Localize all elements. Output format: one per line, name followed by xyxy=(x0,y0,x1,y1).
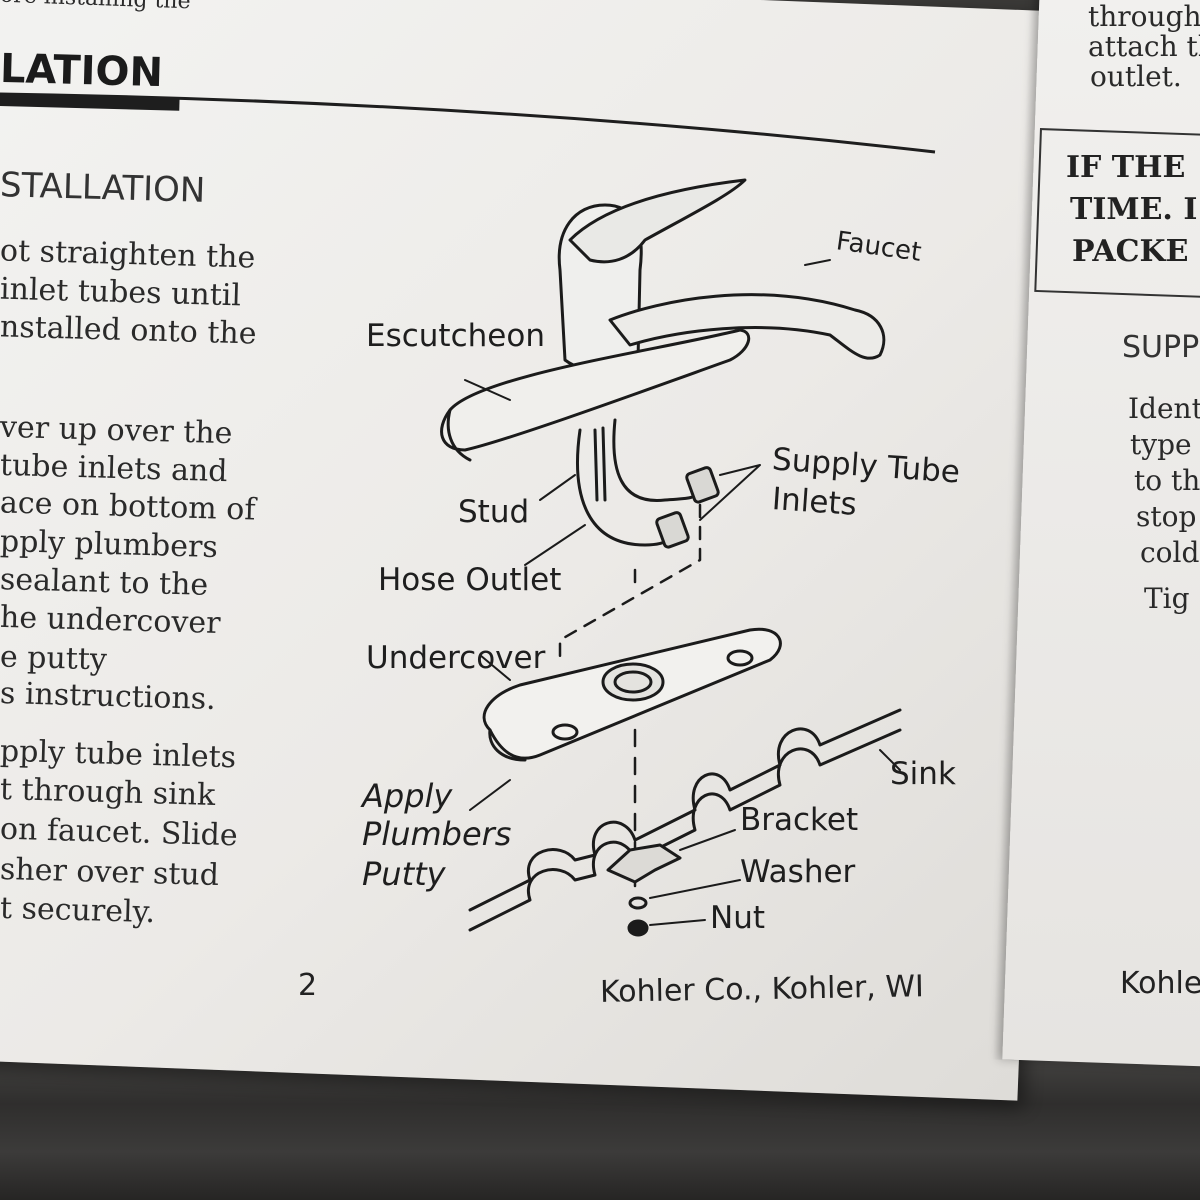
subheading: STALLATION xyxy=(0,165,206,211)
section-rule xyxy=(0,92,936,154)
label-stud: Stud xyxy=(458,494,530,530)
paragraph-2-line-4: pply plumbers xyxy=(0,523,219,566)
label-washer: Washer xyxy=(740,854,856,890)
right-para-line-2: type xyxy=(1130,428,1192,461)
paragraph-2-line-5: sealant to the xyxy=(0,562,209,603)
paragraph-2-line-6: he undercover xyxy=(0,599,221,642)
right-subheading: SUPP xyxy=(1122,330,1200,365)
label-inlets: Inlets xyxy=(770,481,858,523)
label-apply: Apply xyxy=(362,777,453,815)
faucet-spout xyxy=(608,293,886,360)
paragraph-2-line-7: e putty xyxy=(0,639,108,678)
paragraph-3-line-2: t through sink xyxy=(0,772,216,813)
nut xyxy=(627,919,649,937)
faucet-diagram xyxy=(440,178,902,937)
right-footer: Kohle xyxy=(1120,966,1200,1001)
paragraph-2-line-8: s instructions. xyxy=(0,675,217,718)
label-putty: Putty xyxy=(362,855,446,893)
inlet-fitting-2 xyxy=(655,511,690,549)
right-para-line-1: Ident xyxy=(1128,392,1200,425)
label-nut: Nut xyxy=(710,900,765,936)
label-plumbers: Plumbers xyxy=(362,815,512,853)
paragraph-1-line-3: nstalled onto the xyxy=(0,309,257,352)
page-number: 2 xyxy=(298,968,318,1003)
right-line-1: through xyxy=(1088,0,1200,33)
paragraph-2-line-3: ace on bottom of xyxy=(0,485,256,528)
label-undercover: Undercover xyxy=(366,640,546,676)
right-para-line-4: stop xyxy=(1136,500,1197,533)
warning-line-2: TIME. I xyxy=(1070,192,1198,227)
paragraph-3-line-1: pply tube inlets xyxy=(0,733,237,776)
faucet-handle xyxy=(568,178,747,264)
right-para-line-3: to th xyxy=(1134,464,1200,497)
warning-line-1: IF THE xyxy=(1066,150,1186,185)
page-footer: Kohler Co., Kohler, WI xyxy=(599,969,925,1010)
undercover-nut-ring xyxy=(601,662,665,702)
label-hose-outlet: Hose Outlet xyxy=(378,562,562,598)
label-bracket: Bracket xyxy=(740,802,859,838)
right-para-last: Tig xyxy=(1144,582,1190,615)
warning-line-3: PACKE xyxy=(1072,234,1189,269)
stud xyxy=(593,426,607,502)
label-escutcheon: Escutcheon xyxy=(366,318,545,354)
right-para-line-5: cold xyxy=(1140,536,1200,569)
inlet-fitting-1 xyxy=(685,466,720,504)
right-line-3: outlet. xyxy=(1090,60,1182,93)
escutcheon-plate xyxy=(440,328,751,452)
paragraph-3-line-3: on faucet. Slide xyxy=(0,811,239,854)
paragraph-2-line-1: ver up over the xyxy=(0,409,233,452)
paragraph-3-line-5: t securely. xyxy=(0,890,156,931)
right-line-2: attach th xyxy=(1088,30,1200,63)
label-sink: Sink xyxy=(890,756,956,792)
paragraph-3-line-4: sher over stud xyxy=(0,851,220,894)
sink-edge xyxy=(468,728,902,932)
bracket xyxy=(606,843,682,884)
washer xyxy=(628,896,648,910)
